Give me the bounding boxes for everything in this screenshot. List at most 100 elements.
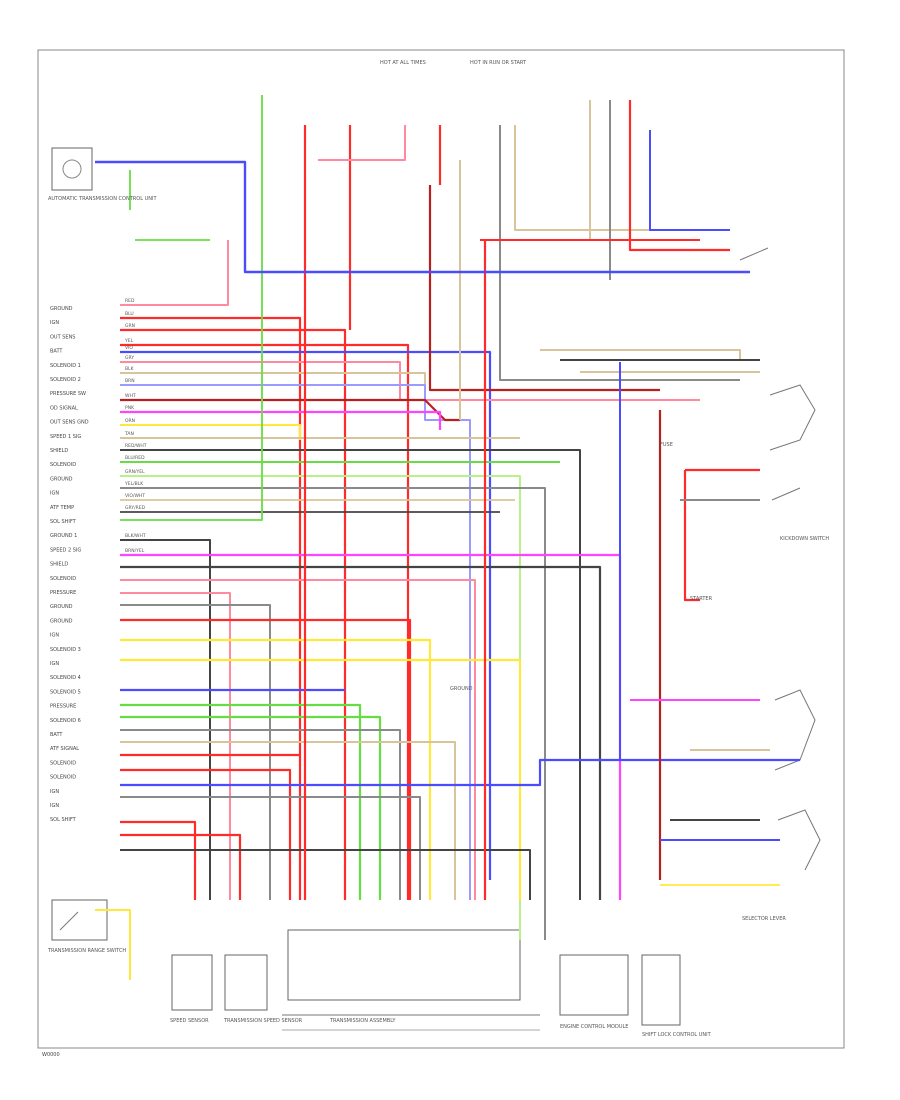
wire-color-tag: GRY <box>125 355 134 361</box>
wire-color-tag: VIO/WHT <box>125 493 145 499</box>
ecu-pin-label: GROUND <box>50 476 73 482</box>
wire <box>120 658 522 900</box>
component-label: SELECTOR LEVER <box>742 916 786 922</box>
component-label: GROUND <box>450 686 473 692</box>
wire <box>120 350 492 880</box>
ecu-pin-label: SHIELD <box>50 562 68 568</box>
trans-speed-sensor-box <box>224 954 268 1011</box>
ecu-pin-label: SPEED 2 SIG <box>50 547 81 553</box>
component-label: SPEED SENSOR <box>170 1018 209 1024</box>
ecu-pin-label: SOLENOID <box>50 775 76 781</box>
ecu-pin-label: SOLENOID 4 <box>50 675 81 681</box>
ecu-pin-label: GROUND <box>50 604 73 610</box>
wire-color-tag: WHT <box>125 393 136 399</box>
wire <box>120 796 421 900</box>
component-label: STARTER <box>690 596 713 602</box>
ecu-pin-label: SOLENOID 3 <box>50 647 81 653</box>
component-label: TRANSMISSION ASSEMBLY <box>329 1018 396 1024</box>
wire <box>120 240 229 306</box>
wire-color-tag: RED <box>125 298 135 304</box>
ecu-pin-label: PRESSURE <box>50 590 76 596</box>
wire <box>120 741 456 900</box>
wire <box>120 604 271 900</box>
wire <box>120 372 426 400</box>
ecu-pin-label: IGN <box>50 320 59 326</box>
ecu-pin-label: IGN <box>50 803 59 809</box>
ecu-pin-label: SOL SHIFT <box>50 519 77 525</box>
wire-color-tag: BRN/YEL <box>125 548 145 554</box>
ecu-pin-label: SOLENOID <box>50 760 76 766</box>
wire <box>318 125 406 161</box>
wire-color-tag: YEL <box>124 338 134 344</box>
ecu-pin-label: SOLENOID 1 <box>50 363 81 369</box>
wire-color-tag: BRN <box>125 378 135 384</box>
component-label: HOT IN RUN OR START <box>470 60 527 66</box>
component-labels: AUTOMATIC TRANSMISSION CONTROL UNITSPEED… <box>47 60 829 1038</box>
wire-color-tag: GRN <box>125 323 135 329</box>
wire-color-tag: YEL/BLK <box>124 481 144 487</box>
connector-ring-icon <box>62 159 82 179</box>
wire <box>120 820 197 900</box>
speed-sensor-box <box>171 954 213 1011</box>
wire-color-tag: BLU <box>125 311 134 317</box>
ecu-pin-label: SOLENOID 5 <box>50 689 81 695</box>
tcu-connector-icon <box>51 147 93 191</box>
wire <box>550 100 591 241</box>
ecu-pin-label: OD SIGNAL <box>50 405 78 411</box>
ecu-pin-label: SOLENOID 2 <box>50 377 81 383</box>
ecu-pin-label: ATF SIGNAL <box>50 746 79 752</box>
ecu-pin-label: IGN <box>50 789 59 795</box>
wire <box>120 424 301 440</box>
ecu-pin-label: PRESSURE <box>50 704 76 710</box>
ecu-pin-label: GROUND <box>50 618 73 624</box>
wire <box>120 565 602 900</box>
ecu-pin-labels: GROUND IGN OUT SENS BATT SOLENOID 1 SOLENOID … <box>50 306 89 823</box>
wire <box>95 160 750 274</box>
ecu-pin-label: SOLENOID 6 <box>50 718 81 724</box>
wire <box>120 475 521 940</box>
switch-contact-icon <box>59 911 79 931</box>
wire <box>120 833 242 900</box>
component-label: HOT AT ALL TIMES <box>380 60 426 66</box>
switch-contact-icon <box>771 487 801 501</box>
wire <box>120 449 581 900</box>
ecu-pin-label: IGN <box>50 491 59 497</box>
ecu-pin-label: IGN <box>50 661 59 667</box>
ecu-pin-label: OUT SENS <box>50 334 76 340</box>
ecm-box <box>559 954 629 1016</box>
wire-color-tag: GRN/YEL <box>125 469 145 475</box>
shift-lock-box <box>641 954 681 1026</box>
wire-color-tag: PNK <box>125 405 135 411</box>
component-label: SHIFT LOCK CONTROL UNIT <box>642 1032 712 1038</box>
ecu-pin-label: SOL SHIFT <box>50 817 77 823</box>
wire-color-tag: GRY/RED <box>125 505 146 511</box>
ecu-pin-label: SHIELD <box>50 448 68 454</box>
wire <box>120 361 700 401</box>
ecu-pin-label: BATT <box>50 732 63 738</box>
ecu-pin-label: ATF TEMP <box>50 505 74 511</box>
component-label: TRANSMISSION RANGE SWITCH <box>47 948 126 954</box>
wire <box>120 618 412 900</box>
wire-color-tag: TAN <box>124 431 134 437</box>
ecu-pin-label: GROUND <box>50 306 73 312</box>
component-label: FUSE <box>660 442 673 448</box>
kickdown-switch-icon <box>769 384 816 451</box>
wire <box>120 579 476 900</box>
ecu-pin-label: GROUND 1 <box>50 533 77 539</box>
wire <box>514 125 650 231</box>
wire <box>428 185 660 392</box>
wire <box>120 768 292 900</box>
wire-color-tags: REDBLUGRNYELVIOGRYBLKBRNWHTPNKORNTANRED/… <box>124 298 147 554</box>
ecu-pin-label: BATT <box>50 349 63 355</box>
wire <box>120 638 432 900</box>
footer-code: W0000 <box>42 1052 60 1058</box>
switch-contact-icon <box>739 247 769 261</box>
wire <box>120 715 382 900</box>
ecu-pin-label: IGN <box>50 633 59 639</box>
wire <box>95 909 131 980</box>
wire <box>628 100 730 252</box>
wire <box>120 343 410 900</box>
wire-color-tag: RED/WHT <box>125 443 147 449</box>
